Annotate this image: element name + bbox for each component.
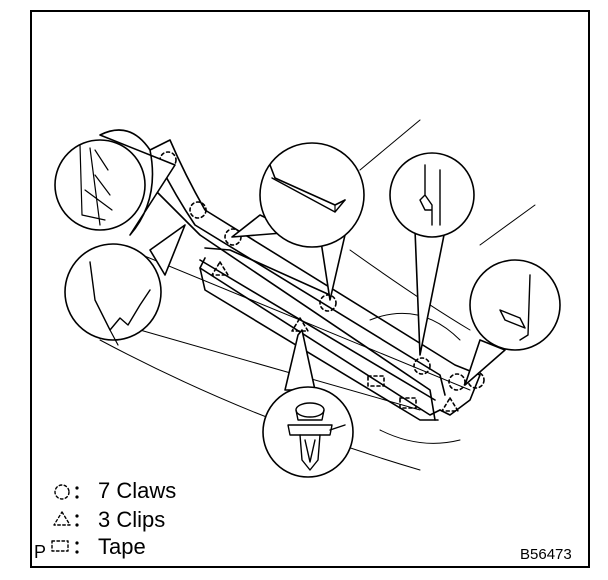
detail-bubble-claw-upper bbox=[231, 142, 365, 301]
legend-symbols bbox=[51, 484, 71, 552]
claw-marker bbox=[319, 294, 337, 312]
legend-clips: 3 Clips bbox=[98, 507, 165, 533]
dashed-circle-icon bbox=[54, 484, 70, 500]
clip-marker bbox=[441, 397, 459, 412]
figure-code: B56473 bbox=[520, 546, 572, 563]
legend-claws-label: 7 Claws bbox=[98, 478, 177, 503]
detail-bubble-claw-upper-right bbox=[389, 152, 475, 356]
legend-clips-label: 3 Clips bbox=[98, 507, 166, 532]
body-outline bbox=[99, 119, 536, 471]
legend-claws: 7 Claws bbox=[98, 478, 176, 504]
claw-marker bbox=[189, 201, 207, 219]
diagram-frame bbox=[30, 10, 590, 568]
clip-marker bbox=[291, 317, 309, 332]
claw-marker bbox=[413, 357, 431, 375]
legend-tape-label: Tape bbox=[98, 534, 146, 559]
detail-bubble-claw-top-left bbox=[54, 129, 176, 236]
scuff-plate bbox=[149, 139, 481, 421]
detail-bubble-clip bbox=[262, 329, 354, 478]
claw-marker bbox=[448, 373, 466, 391]
detail-bubble-claw-right bbox=[464, 259, 561, 386]
clip-fastener-icon bbox=[287, 402, 346, 471]
detail-bubble-claw-left bbox=[64, 224, 186, 346]
dashed-triangle-icon bbox=[53, 511, 71, 526]
dashed-rectangle-icon bbox=[51, 540, 69, 552]
corner-mark: P bbox=[34, 542, 47, 562]
tape-marker bbox=[367, 375, 385, 387]
tape-marker bbox=[399, 397, 417, 409]
legend-colons bbox=[75, 486, 79, 554]
clip-marker bbox=[211, 261, 229, 276]
legend-tape: Tape bbox=[98, 534, 146, 560]
